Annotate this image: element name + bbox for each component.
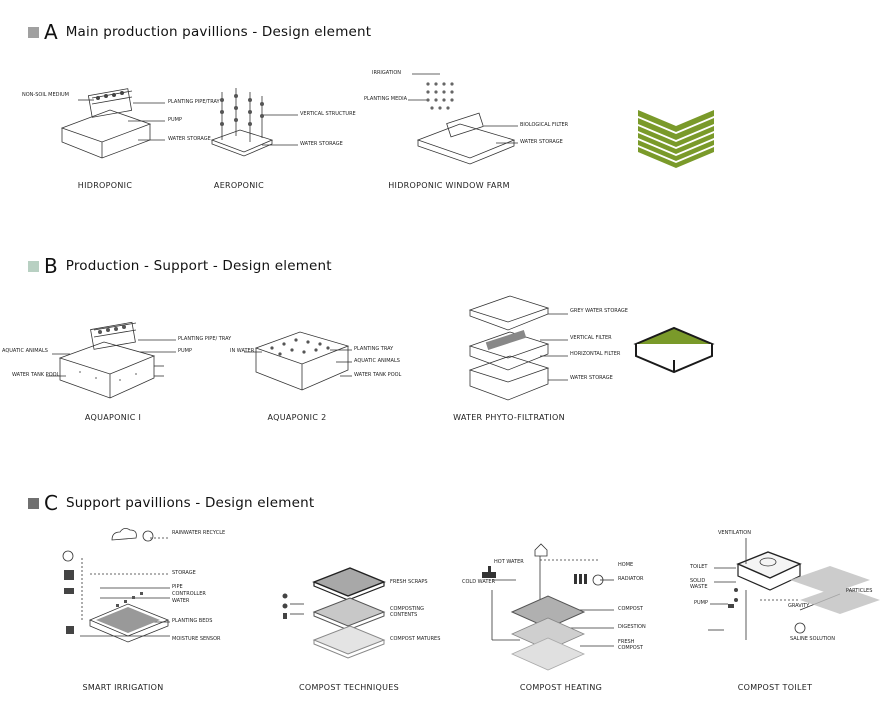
label: BIOLOGICAL FILTER <box>520 122 569 128</box>
caption-compost-heating: COMPOST HEATING <box>519 683 603 692</box>
label: RAINWATER RECYCLE <box>172 530 226 536</box>
square-bullet-icon <box>28 260 39 272</box>
label: MOISTURE SENSOR <box>172 636 221 642</box>
label: PLANTING MEDIA <box>364 96 408 102</box>
label: COMPOST MATURES <box>390 636 441 642</box>
caption-phyto: WATER PHYTO-FILTRATION <box>453 413 565 422</box>
caption-compost-toilet: COMPOST TOILET <box>737 683 813 692</box>
label: HORIZONTAL FILTER <box>570 351 621 357</box>
label: CONTROLLER <box>172 591 206 597</box>
section-c-header: C Support pavillions - Design element <box>28 491 314 515</box>
label: TOILET <box>690 564 708 570</box>
label: PLANTING PIPE/ TRAY <box>178 336 232 342</box>
label: PARTICLES <box>846 588 873 594</box>
section-title: Production - Support - Design element <box>65 258 332 274</box>
label: COLD WATER <box>462 579 496 585</box>
label: DIGESTION <box>618 624 646 630</box>
label: PLANTING PIPE/TRAY <box>168 99 220 105</box>
section-letter: C <box>44 491 58 515</box>
label: WATER TANK POOL <box>12 372 60 378</box>
label: COMPOST <box>618 606 643 612</box>
home-icon <box>534 543 548 557</box>
label: PUMP <box>694 600 709 606</box>
label: VERTICAL STRUCTURE <box>300 111 356 117</box>
caption-window-farm: HIDROPONIC WINDOW FARM <box>388 181 510 190</box>
caption-compost-techniques: COMPOST TECHNIQUES <box>299 683 399 692</box>
square-bullet-icon <box>28 497 39 509</box>
label: IN WATER <box>230 348 255 354</box>
label: PUMP <box>178 348 193 354</box>
section-title: Main production pavillions - Design elem… <box>65 24 372 40</box>
label: PLANTING TRAY <box>354 346 394 352</box>
label: VENTILATION <box>718 530 751 536</box>
label: SALINE SOLUTION <box>790 636 835 642</box>
label: FRESH COMPOST <box>618 639 643 651</box>
label: GREY WATER STORAGE <box>570 308 628 314</box>
caption-aquaponic2: AQUAPONIC 2 <box>267 413 327 422</box>
square-bullet-icon <box>28 26 39 38</box>
label: NON-SOIL MEDIUM <box>22 92 69 98</box>
label: VERTICAL FILTER <box>570 335 612 341</box>
caption-hidroponic: HIDROPONIC <box>77 181 133 190</box>
label: PUMP <box>168 117 183 123</box>
section-letter: A <box>44 20 58 44</box>
label: COMPOSTING CONTENTS <box>390 606 425 618</box>
label: FRESH SCRAPS <box>390 579 428 585</box>
label: IRRIGATION <box>372 70 402 76</box>
label: WATER <box>172 598 190 604</box>
label: SOLID WASTE <box>690 578 708 590</box>
section-b-header: B Production - Support - Design element <box>28 254 332 278</box>
label: PIPE <box>172 584 183 590</box>
label: WATER STORAGE <box>570 375 613 381</box>
label: HOME <box>618 562 634 568</box>
label: WATER TANK POOL <box>354 372 402 378</box>
label: GRAVITY <box>788 603 810 609</box>
caption-smart-irrigation: SMART IRRIGATION <box>82 683 164 692</box>
label: PLANTING BEDS <box>172 618 213 624</box>
label: STORAGE <box>172 570 196 576</box>
label: WATER STORAGE <box>168 136 211 142</box>
section-a-header: A Main production pavillions - Design el… <box>28 20 371 44</box>
section-title: Support pavillions - Design element <box>65 495 315 511</box>
label: WATER STORAGE <box>520 139 563 145</box>
caption-aquaponic1: AQUAPONIC I <box>84 413 142 422</box>
label: HOT WATER <box>494 559 524 565</box>
section-letter: B <box>44 254 58 278</box>
label: AQUATIC ANIMALS <box>354 358 400 364</box>
label: WATER STORAGE <box>300 141 343 147</box>
caption-aeroponic: AEROPONIC <box>213 181 265 190</box>
label: RADIATOR <box>618 576 644 582</box>
label: AQUATIC ANIMALS <box>2 348 48 354</box>
